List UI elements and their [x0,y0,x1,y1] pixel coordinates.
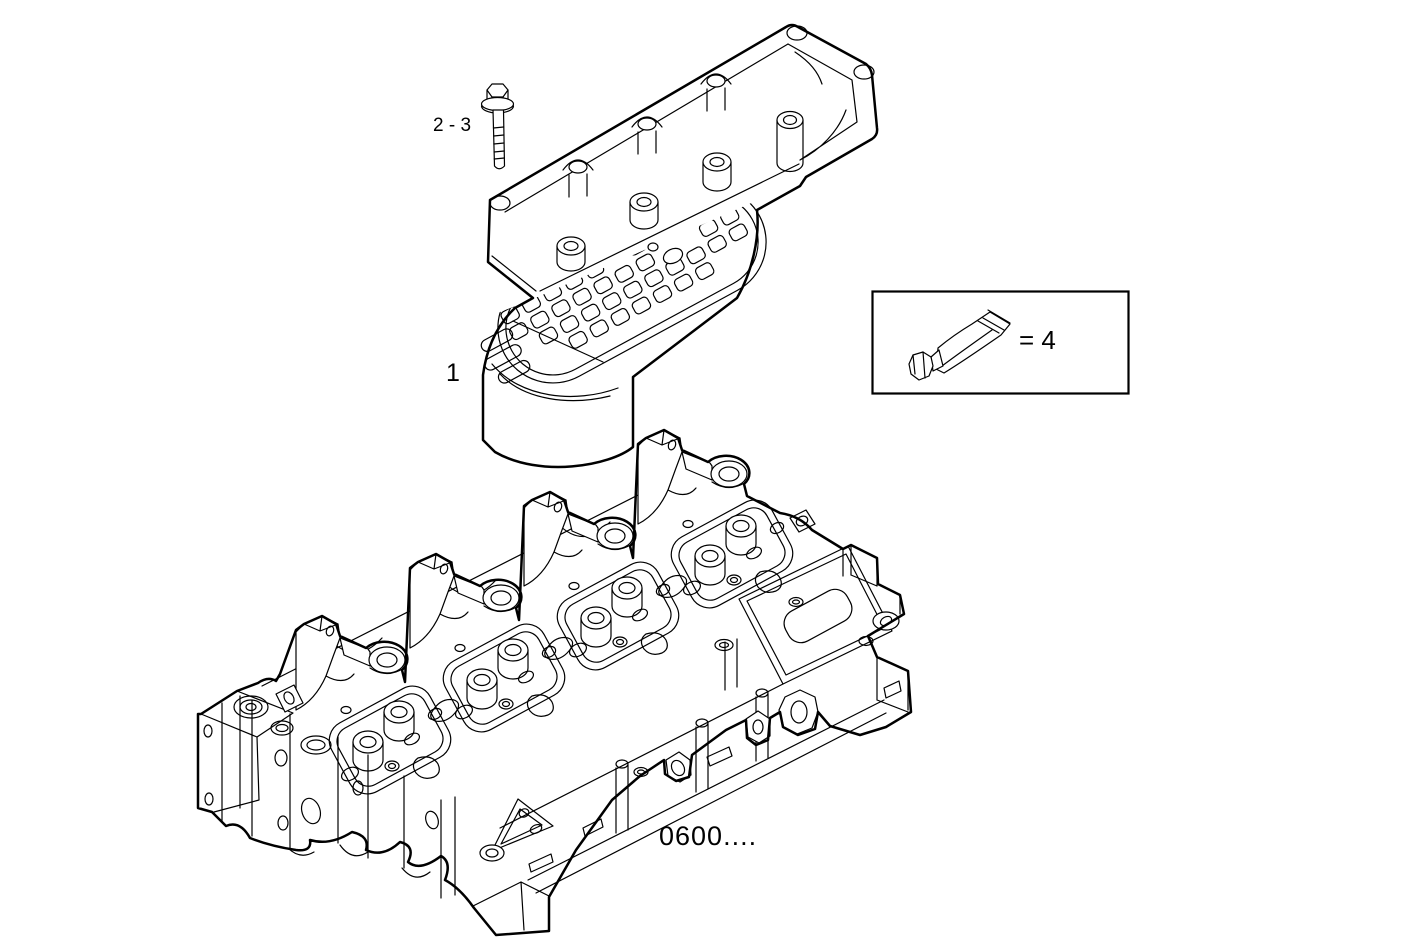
head-right-valley [714,544,909,713]
callout-sealant[interactable]: = 4 [1019,325,1056,355]
callout-manifold[interactable]: 1 [446,359,460,387]
sealant-tube-drawing [908,309,1011,381]
cylinder-head-outline [196,428,913,937]
hex-flange-bolt-drawing[interactable] [480,83,515,170]
sealant-box-frame [871,290,1130,395]
head-front-face [251,699,554,931]
sealant-reference-box[interactable] [871,290,1130,395]
head-left-end [200,684,332,823]
manifold-flange [489,25,875,292]
manifold-outline [481,23,879,469]
intake-manifold-drawing[interactable] [458,23,879,469]
callout-cylinder-head[interactable]: 0600.... [659,821,758,851]
callout-bolt[interactable]: 2 - 3 [433,115,472,136]
bolt-shank [492,109,506,170]
cylinder-head-drawing[interactable] [196,428,913,937]
bolt-head [480,83,515,114]
